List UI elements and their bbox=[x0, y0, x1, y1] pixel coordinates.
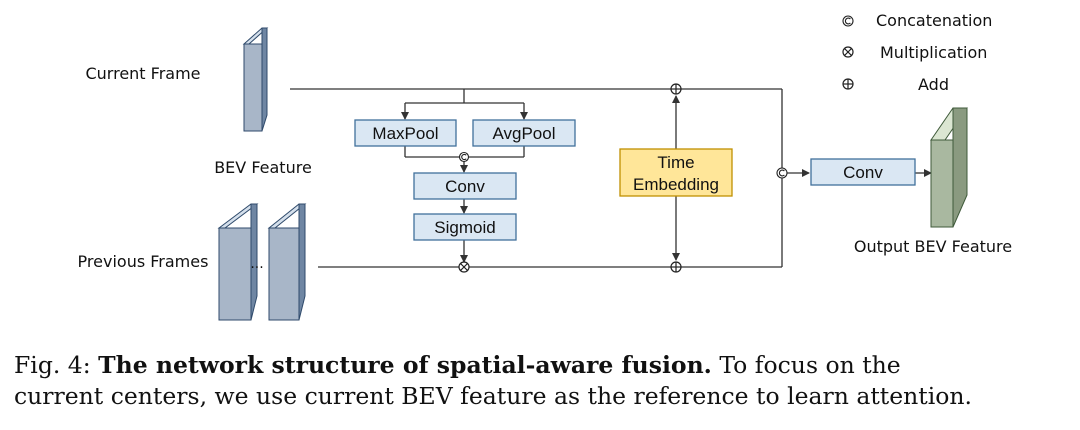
sigmoid-block bbox=[413, 213, 517, 241]
concat-operator-right bbox=[776, 167, 788, 179]
caption-title: The network structure of spatial-aware f… bbox=[98, 351, 712, 379]
connections bbox=[290, 88, 932, 268]
output-feature-slab bbox=[930, 107, 968, 228]
avgpool-block bbox=[472, 119, 576, 147]
maxpool-block bbox=[354, 119, 457, 147]
bev-feature-label: BEV Feature bbox=[214, 158, 312, 177]
caption-prefix: Fig. 4: bbox=[14, 351, 99, 379]
maxpool-label: MaxPool bbox=[372, 124, 438, 143]
add-operator-bottom bbox=[670, 261, 682, 273]
ellipsis-label: ··· bbox=[250, 260, 263, 276]
legend: Concatenation Multiplication Add bbox=[842, 11, 992, 94]
add-operator-top bbox=[670, 83, 682, 95]
caption-line-2: current centers, we use current BEV feat… bbox=[14, 382, 973, 410]
output-bev-feature-label: Output BEV Feature bbox=[854, 237, 1012, 256]
output-conv-block bbox=[810, 158, 916, 186]
conv-label: Conv bbox=[445, 177, 485, 196]
time-embedding-block bbox=[619, 148, 733, 197]
avgpool-label: AvgPool bbox=[492, 124, 555, 143]
legend-add-label: Add bbox=[918, 75, 949, 94]
previous-frame-slab-2-face bbox=[268, 227, 300, 321]
multiply-operator bbox=[458, 261, 470, 273]
legend-multiply-label: Multiplication bbox=[880, 43, 987, 62]
previous-frames-label: Previous Frames bbox=[78, 252, 209, 271]
conv-block bbox=[413, 172, 517, 200]
current-frame-slab-face bbox=[243, 43, 263, 132]
output-conv-label: Conv bbox=[843, 163, 883, 182]
caption-line-1: Fig. 4: The network structure of spatial… bbox=[14, 350, 1074, 381]
output-feature-slab-face bbox=[930, 139, 954, 228]
time-embedding-label-line1: Time bbox=[657, 153, 694, 172]
caption-text-1: To focus on the bbox=[711, 351, 901, 379]
sigmoid-label: Sigmoid bbox=[434, 218, 495, 237]
current-frame-slab bbox=[242, 27, 269, 132]
previous-frame-slab-1-face bbox=[218, 227, 252, 321]
previous-frame-slab-1 bbox=[217, 203, 259, 321]
time-embedding-label-line2: Embedding bbox=[633, 175, 719, 194]
legend-add-icon bbox=[842, 78, 854, 90]
concat-operator-mid bbox=[458, 151, 470, 163]
previous-frame-slab-2 bbox=[267, 203, 307, 321]
network-diagram: MaxPool AvgPool Conv Sigmoid Time Embedd… bbox=[78, 11, 1012, 321]
current-frame-label: Current Frame bbox=[85, 64, 200, 83]
figure-caption: Fig. 4: The network structure of spatial… bbox=[14, 350, 1074, 412]
legend-concat-label: Concatenation bbox=[876, 11, 992, 30]
legend-concat-icon bbox=[842, 15, 854, 27]
legend-multiply-icon bbox=[842, 46, 854, 58]
